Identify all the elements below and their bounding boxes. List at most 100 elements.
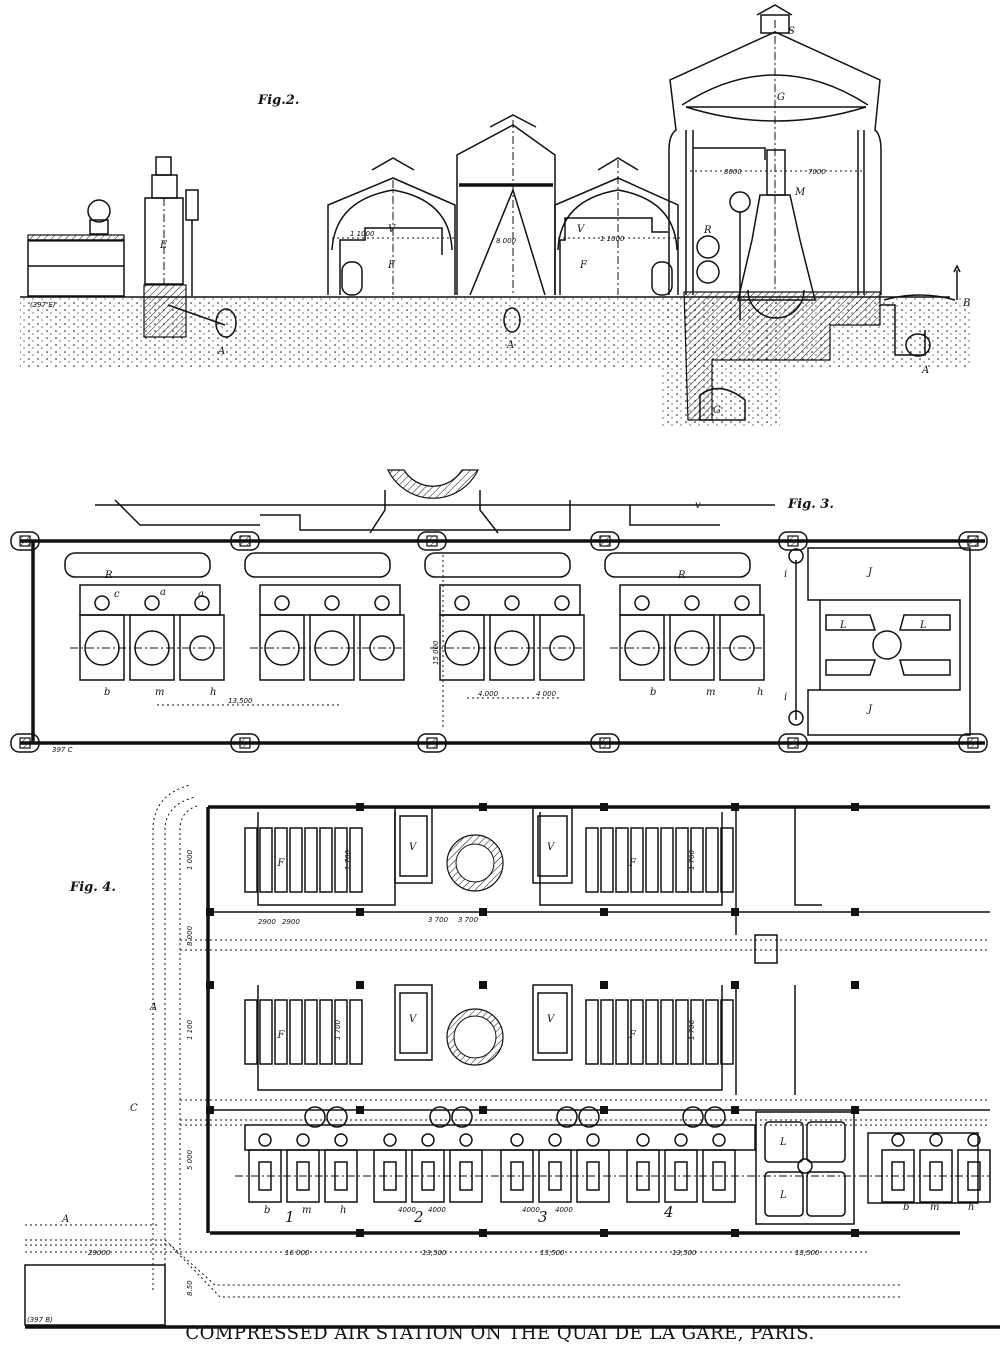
wall-pillars: [10, 531, 988, 753]
dim-2900-b: 2900: [282, 918, 300, 926]
dim-4000-a: 4.000: [478, 690, 499, 698]
label-G-top: G: [777, 92, 785, 103]
pillar: [206, 1106, 214, 1114]
label-h: h: [210, 687, 216, 698]
valve: [634, 595, 650, 611]
pillar: [958, 531, 988, 551]
label-G-bottom: G: [713, 405, 721, 416]
label-m: m: [155, 687, 164, 698]
pillar: [479, 1106, 487, 1114]
compressor-frame: [248, 1149, 282, 1203]
pillar: [10, 733, 40, 753]
valve: [324, 595, 340, 611]
ejector-column-E: [143, 156, 237, 338]
pillar: [600, 908, 608, 916]
air-receiver-R: [424, 552, 571, 578]
dim-1100: 1 100: [186, 1019, 194, 1040]
valve: [334, 1133, 348, 1147]
filter-cell: [274, 999, 288, 1065]
pillar: [479, 908, 487, 916]
pillar: [731, 908, 739, 916]
filter-cell: [645, 999, 659, 1065]
site-pillars: [206, 803, 859, 1237]
label-a-1: a: [160, 587, 166, 598]
dim-1000-right: 1 1000: [600, 235, 625, 243]
label-V-right: V: [577, 224, 586, 235]
dim-29000: 29000: [88, 1249, 111, 1257]
valve: [459, 1133, 473, 1147]
pillar: [356, 1229, 364, 1237]
label-V: V: [409, 1014, 418, 1025]
label-L-4a: L: [779, 1137, 787, 1148]
receiver: [556, 1106, 578, 1128]
dim-4000-b4: 4000: [428, 1206, 446, 1214]
vaporizer-V-inner: [537, 992, 568, 1054]
filter-cell: [334, 999, 348, 1065]
receiver: [682, 1106, 704, 1128]
group-label-4: 4: [663, 1203, 674, 1221]
pillar: [479, 1229, 487, 1237]
compressor-frame: [500, 1149, 534, 1203]
filter-cell: [289, 827, 303, 893]
filter-cell: [660, 827, 674, 893]
pillar: [479, 803, 487, 811]
dim-13500-1: 13,500: [422, 1249, 447, 1257]
fig3-ref: 397 C: [52, 746, 73, 754]
pillar: [600, 1229, 608, 1237]
label-A-2: A: [506, 340, 514, 351]
group-label-3: 3: [538, 1208, 548, 1226]
valve: [684, 595, 700, 611]
vaporizer-V-inner: [399, 992, 428, 1054]
pillar: [958, 733, 988, 753]
filter-cell: [319, 999, 333, 1065]
pillar: [10, 531, 40, 551]
valve: [510, 1133, 524, 1147]
left-filter-hall: [327, 157, 456, 296]
pillar: [356, 981, 364, 989]
sewer-A-center: [503, 307, 521, 333]
dim-13500-2: 13,500: [540, 1249, 565, 1257]
label-J-top: J: [866, 567, 873, 578]
pillar: [778, 733, 808, 753]
label-h-4: h: [757, 687, 763, 698]
pillar: [206, 908, 214, 916]
valve: [421, 1133, 435, 1147]
filter-cell: [244, 827, 258, 893]
valve: [636, 1133, 650, 1147]
label-L-4b: L: [779, 1190, 787, 1201]
dim-1700-1: 1 700: [344, 849, 352, 870]
vaporizer-V: [532, 984, 573, 1061]
filter-cell: [705, 999, 719, 1065]
fig2-section-elevation: Fig.2. (397 E) E A V F 1 1000: [20, 4, 970, 427]
pillar-core: [19, 535, 31, 547]
label-F: F: [628, 1030, 637, 1041]
annex-bed: [867, 1132, 979, 1204]
vaporizer-V: [532, 807, 573, 884]
compressor-cylinder: [712, 1161, 726, 1191]
label-b-f4: b: [264, 1205, 270, 1216]
dim-8000-center: 8 000: [496, 237, 517, 245]
label-m-f4r: m: [930, 1202, 939, 1213]
label-E: E: [159, 240, 168, 251]
filter-cell: [304, 827, 318, 893]
pillar: [356, 908, 364, 916]
label-L-left: L: [839, 620, 847, 631]
valve: [891, 1133, 905, 1147]
pillar-core: [239, 737, 251, 749]
label-F: F: [277, 1030, 286, 1041]
filter-cell: [675, 999, 689, 1065]
label-F-left: F: [387, 260, 396, 271]
dim-1700-3: 1 700: [334, 1019, 342, 1040]
engine-bed-row: [244, 1124, 756, 1151]
filter-cell: [675, 827, 689, 893]
caption: COMPRESSED AIR STATION ON THE QUAI DE LA…: [185, 1322, 815, 1344]
pillar: [590, 531, 620, 551]
pillar-core: [787, 737, 799, 749]
compressor-frame: [324, 1149, 358, 1203]
filter-cell: [600, 999, 614, 1065]
engine-frame: [179, 614, 225, 681]
valve: [258, 1133, 272, 1147]
